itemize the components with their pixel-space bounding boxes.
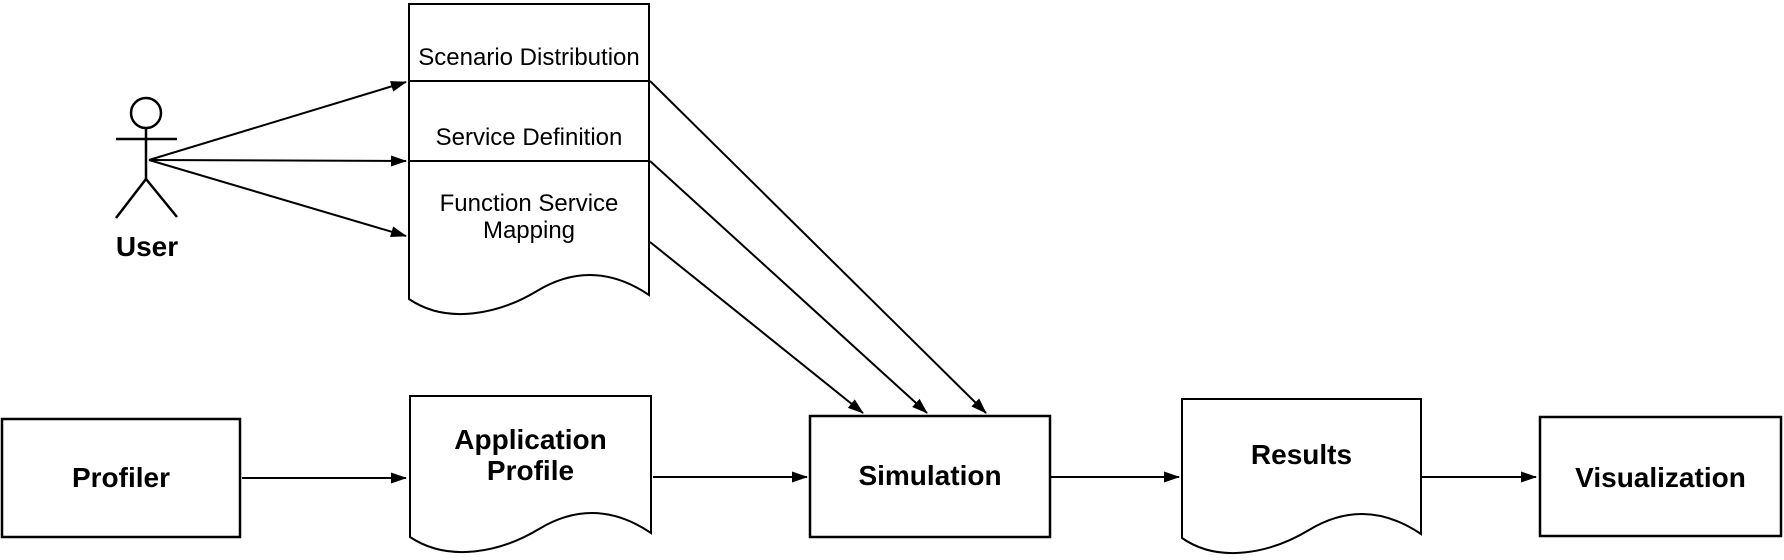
arrow-function-service-mapping-to-simulation	[649, 241, 864, 414]
application-profile-label: Application Profile	[454, 424, 607, 486]
actor-left-leg	[115, 178, 147, 219]
arrow-user-to-function-service-mapping	[148, 159, 407, 238]
actor-head	[129, 96, 163, 130]
simulation-box	[808, 414, 1052, 539]
results-document-shape	[1181, 398, 1422, 555]
arrow-user-to-scenario-distribution	[148, 81, 407, 161]
arrow-scenario-distribution-to-simulation	[649, 80, 987, 414]
visualization-box	[1538, 415, 1783, 538]
actor-right-leg	[145, 178, 178, 218]
config-item-function-service-mapping: Function Service Mapping	[439, 190, 619, 244]
user-actor-label: User	[115, 231, 179, 262]
user-actor-icon	[115, 96, 178, 219]
simulation-label: Simulation	[858, 460, 1002, 491]
config-item-scenario-distribution: Scenario Distribution	[418, 44, 640, 71]
results-label: Results	[1250, 439, 1353, 470]
config-item-service-definition: Service Definition	[435, 124, 623, 151]
arrow-user-to-service-definition	[148, 155, 407, 167]
profiler-box	[0, 417, 242, 539]
arrow-service-definition-to-simulation	[649, 160, 928, 414]
application-profile-document-shape	[409, 395, 652, 554]
profiler-label: Profiler	[71, 462, 171, 493]
visualization-label: Visualization	[1575, 462, 1746, 493]
